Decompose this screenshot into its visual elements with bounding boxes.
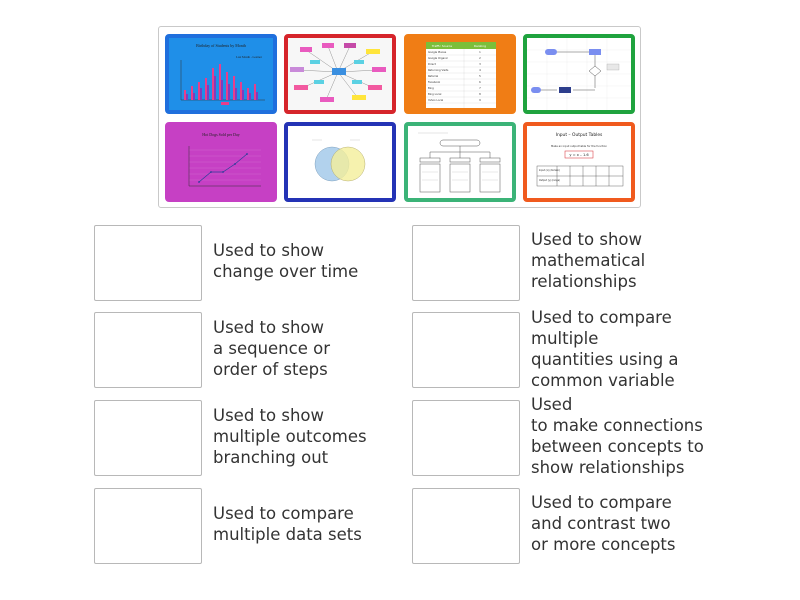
table-header-col1: Traffic Source <box>431 44 452 48</box>
table-cell: Google Organic <box>428 56 449 60</box>
tree-diagram-card[interactable] <box>404 122 516 202</box>
drop-slot-4[interactable] <box>94 488 202 564</box>
tree-diagram-thumbnail-icon <box>408 126 512 198</box>
table-cell: Bing Local <box>428 92 442 96</box>
table-cell: 2 <box>479 56 481 60</box>
clue-text: Used to show multiple outcomes branching… <box>213 406 367 467</box>
io-table-row-label: Input (x) (domain) <box>539 169 560 172</box>
input-output-table-card[interactable]: Input – Output Tables Make an input outp… <box>523 122 635 202</box>
table-cell: 3 <box>479 62 481 66</box>
table-cell: Referral <box>428 74 438 78</box>
drop-slot-8[interactable] <box>412 488 520 564</box>
table-cell: Bing <box>428 86 434 90</box>
drop-slot-5[interactable] <box>412 225 520 301</box>
clue-text: Used to compare multiple quantities usin… <box>531 308 679 390</box>
venn-diagram-card[interactable] <box>284 122 396 202</box>
table-cell: Facebook <box>428 80 441 84</box>
flow-chart-thumbnail-icon <box>527 38 631 110</box>
table-thumbnail-icon: Traffic Source Ranking Google Places 1 Go… <box>408 38 512 110</box>
io-table-equation: y = x – 1.6 <box>569 153 589 157</box>
table-cell: 4 <box>479 68 481 72</box>
table-cell: 8 <box>479 92 481 96</box>
clue-text: Used to compare and contrast two or more… <box>531 493 676 554</box>
drop-slot-7[interactable] <box>412 400 520 476</box>
drop-slot-1[interactable] <box>94 225 202 301</box>
drop-slot-6[interactable] <box>412 312 520 388</box>
concept-map-card[interactable] <box>284 34 396 114</box>
table-cell: 7 <box>479 86 481 90</box>
table-cell: 9 <box>479 98 481 102</box>
line-graph-card[interactable]: Hot Dogs Sold per Day <box>165 122 277 202</box>
io-table-row-label: Output (y) (range) <box>539 179 560 182</box>
io-table-instruction: Make an input output table for the funct… <box>551 144 607 148</box>
bar-graph-thumbnail-icon: Birthday of Students by Month Last Month… <box>169 38 273 110</box>
bar-graph-title: Birthday of Students by Month <box>196 43 246 48</box>
clue-text: Used to compare multiple data sets <box>213 504 362 544</box>
clue-text: Used to show a sequence or order of step… <box>213 318 330 379</box>
table-cell: 6 <box>479 80 481 84</box>
table-header-col2: Ranking <box>474 44 486 48</box>
concept-map-thumbnail-icon <box>288 38 392 110</box>
table-cell: 1 <box>479 50 481 54</box>
bar-graph-subtitle: Last Month - Learner <box>236 55 262 59</box>
line-graph-title: Hot Dogs Sold per Day <box>202 132 240 137</box>
table-cell: Google Places <box>428 50 447 54</box>
table-cell: 5 <box>479 74 481 78</box>
table-cell: Direct <box>428 62 436 66</box>
line-graph-thumbnail-icon: Hot Dogs Sold per Day <box>169 126 273 198</box>
clue-text: Used to show mathematical relationships <box>531 230 646 291</box>
drop-slot-2[interactable] <box>94 312 202 388</box>
bar-graph-card[interactable]: Birthday of Students by Month Last Month… <box>165 34 277 114</box>
table-card[interactable]: Traffic Source Ranking Google Places 1 Go… <box>404 34 516 114</box>
clue-text: Used to make connections between concept… <box>531 395 704 477</box>
clue-text: Used to show change over time <box>213 241 359 281</box>
drop-slot-3[interactable] <box>94 400 202 476</box>
table-cell: Yahoo Local <box>428 98 443 102</box>
venn-diagram-thumbnail-icon <box>288 126 392 198</box>
flow-chart-card[interactable] <box>523 34 635 114</box>
input-output-table-thumbnail-icon: Input – Output Tables Make an input outp… <box>527 126 631 198</box>
io-table-title: Input – Output Tables <box>556 132 603 138</box>
table-cell: Returning Visits <box>428 68 449 72</box>
